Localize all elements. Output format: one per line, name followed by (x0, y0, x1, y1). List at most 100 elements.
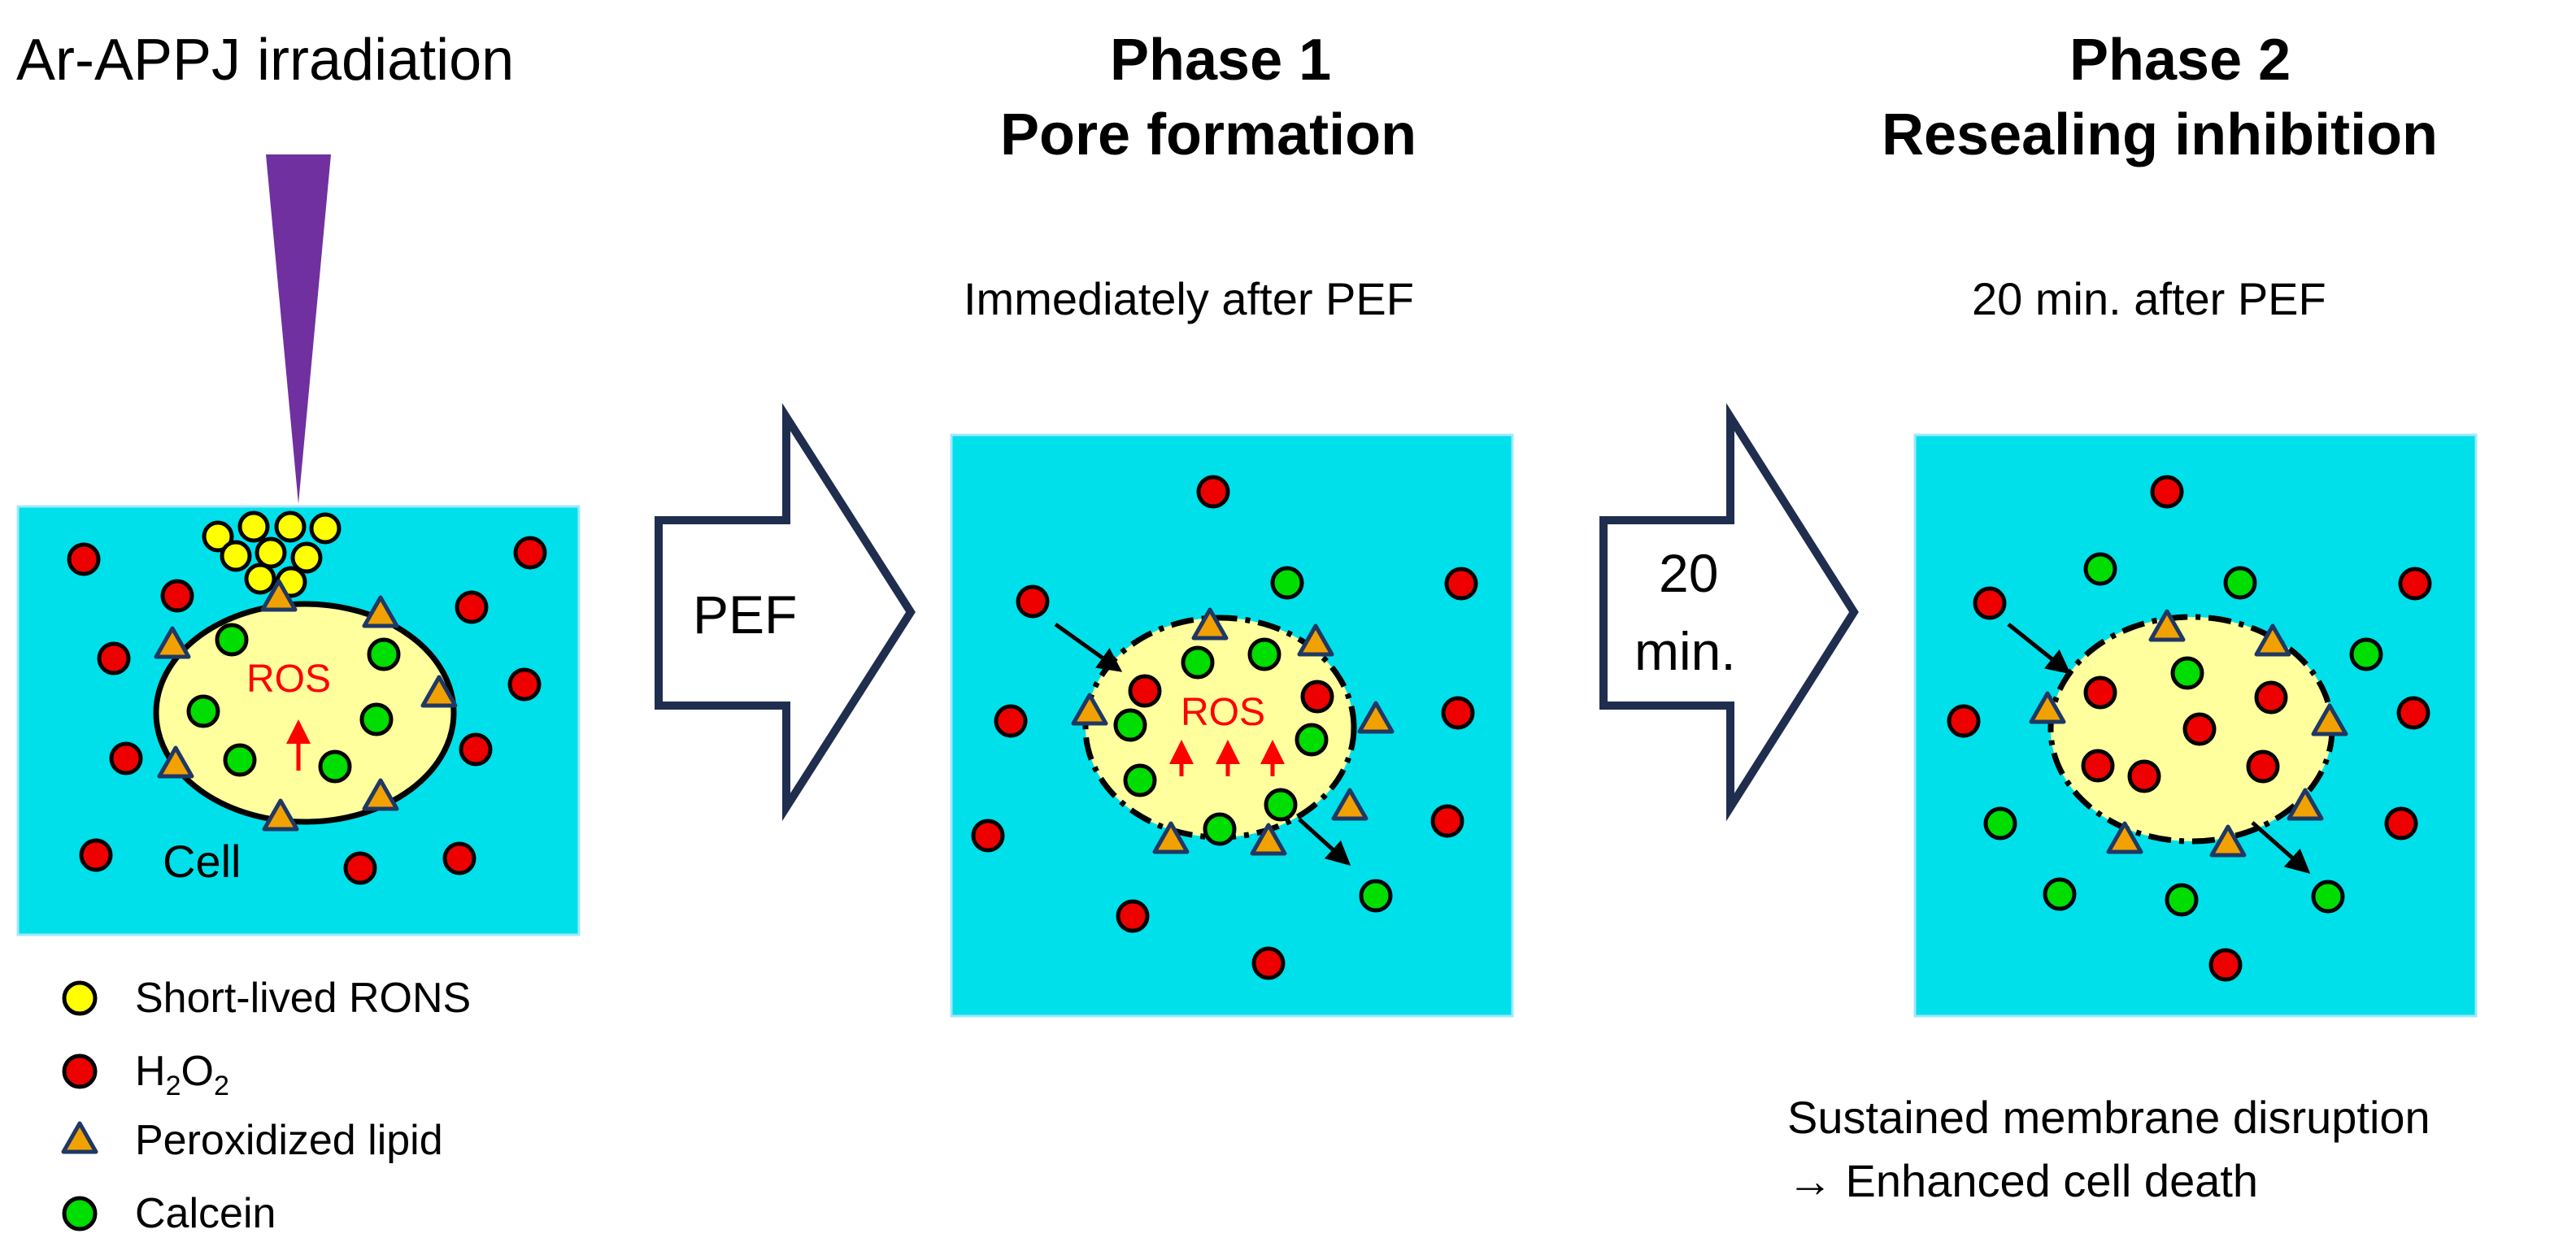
calcein-molecule (2223, 566, 2257, 600)
h2o2-molecule (507, 667, 542, 702)
h2o2-molecule (442, 841, 476, 875)
h2o2-molecule (459, 732, 493, 767)
peroxidized-lipid (2148, 609, 2186, 642)
calcein-molecule (2083, 552, 2117, 586)
h2o2-molecule (2182, 712, 2217, 746)
h2o2-molecule (2150, 475, 2184, 509)
phase-2-title: Phase 2 (2069, 28, 2291, 93)
h2o2-molecule (1300, 680, 1334, 714)
h2o2-molecule (455, 590, 489, 624)
panel-2 (950, 433, 1514, 1018)
peroxidized-lipid (1071, 693, 1108, 726)
peroxidized-lipid (1152, 821, 1190, 854)
h2o2-molecule (971, 819, 1005, 853)
peroxidized-lipid (1191, 607, 1229, 641)
calcein-molecule (1181, 645, 1215, 680)
ros-label: ROS (246, 658, 332, 701)
peroxidized-lipid (2106, 821, 2143, 854)
calcein-molecule (1203, 812, 1237, 846)
peroxidized-lipid (262, 798, 299, 832)
peroxidized-lipid (2287, 788, 2324, 821)
h2o2-molecule (2081, 749, 2115, 783)
h2o2-molecule (79, 838, 113, 872)
short-lived-rons (274, 510, 307, 543)
phase-1-title: Phase 1 (1110, 28, 1332, 93)
pef-arrow[interactable] (655, 402, 916, 822)
short-lived-rons (220, 540, 252, 572)
legend-rons-icon (62, 980, 98, 1016)
efflux-arrow (2251, 821, 2311, 874)
peroxidized-lipid (2029, 691, 2066, 724)
time-arrow[interactable] (1599, 402, 1859, 822)
calcein-molecule (1123, 763, 1157, 797)
calcein-molecule (2165, 883, 2199, 917)
calcein-molecule (1270, 566, 1304, 600)
h2o2-molecule (160, 579, 194, 613)
legend-label-h2o2: H2O2 (135, 1048, 229, 1101)
calcein-molecule (215, 623, 249, 657)
panel-3 (1913, 433, 2478, 1018)
ros-label: ROS (1181, 691, 1266, 734)
peroxidized-lipid (362, 778, 399, 811)
h2o2-molecule (109, 741, 143, 775)
cell-label: Cell (163, 836, 242, 887)
short-lived-rons (290, 541, 323, 574)
influx-arrow (1054, 622, 1123, 672)
peroxidized-lipid (157, 745, 194, 779)
h2o2-molecule (1947, 704, 1981, 738)
short-lived-rons (309, 512, 342, 545)
peroxidized-lipid (260, 579, 298, 612)
h2o2-molecule (2384, 806, 2418, 841)
panel-1 (16, 154, 581, 936)
peroxidized-lipid (362, 595, 399, 628)
h2o2-molecule (1251, 946, 1286, 980)
peroxidized-lipid (154, 626, 191, 659)
calcein-molecule (2311, 880, 2345, 914)
h2o2-molecule (67, 542, 101, 576)
efflux-arrow (1298, 818, 1351, 867)
legend-lipid-icon (61, 1121, 98, 1154)
peroxidized-lipid (2254, 623, 2291, 657)
h2o2-molecule (1444, 567, 1478, 601)
h2o2-molecule (1128, 674, 1162, 708)
conclusion-line-2: → Enhanced cell death (1787, 1155, 2259, 1206)
h2o2-molecule (1116, 899, 1150, 933)
h2o2-molecule (1973, 586, 2007, 620)
calcein-molecule (223, 743, 257, 777)
h2o2-molecule (2246, 749, 2280, 784)
short-lived-rons (237, 510, 270, 543)
calcein-molecule (318, 749, 352, 784)
h2o2-molecule (994, 704, 1028, 738)
phase-2-subtitle: Resealing inhibition (1882, 102, 2439, 167)
panel-1-title: Ar-APPJ irradiation (16, 28, 515, 93)
pef-label: PEF (693, 584, 798, 645)
conclusion-line-1: Sustained membrane disruption (1787, 1092, 2430, 1143)
h2o2-molecule (1430, 804, 1464, 838)
h2o2-molecule (2127, 759, 2161, 793)
legend-label-calcein: Calcein (135, 1190, 276, 1237)
short-lived-rons (255, 536, 287, 569)
h2o2-molecule (343, 851, 377, 885)
calcein-molecule (367, 637, 401, 671)
peroxidized-lipid (2311, 703, 2348, 736)
h2o2-molecule (2083, 675, 2117, 710)
calcein-molecule (359, 702, 394, 736)
h2o2-molecule (2396, 696, 2430, 730)
legend-h2o2-icon (62, 1053, 98, 1089)
peroxidized-lipid (1331, 788, 1368, 821)
peroxidized-lipid (1357, 701, 1395, 734)
h2o2-molecule (1016, 584, 1050, 619)
h2o2-molecule (513, 536, 547, 570)
short-lived-rons (202, 520, 234, 553)
legend-label-lipid: Peroxidized lipid (135, 1117, 443, 1164)
influx-arrow (2007, 623, 2071, 675)
phase-2-timing: 20 min. after PEF (1972, 273, 2326, 324)
calcein-molecule (1113, 708, 1147, 742)
calcein-molecule (2170, 656, 2204, 690)
h2o2-molecule (1196, 475, 1230, 509)
calcein-molecule (2349, 637, 2383, 671)
legend-calcein-icon (62, 1196, 98, 1231)
legend-label-rons: Short-lived RONS (135, 975, 472, 1022)
